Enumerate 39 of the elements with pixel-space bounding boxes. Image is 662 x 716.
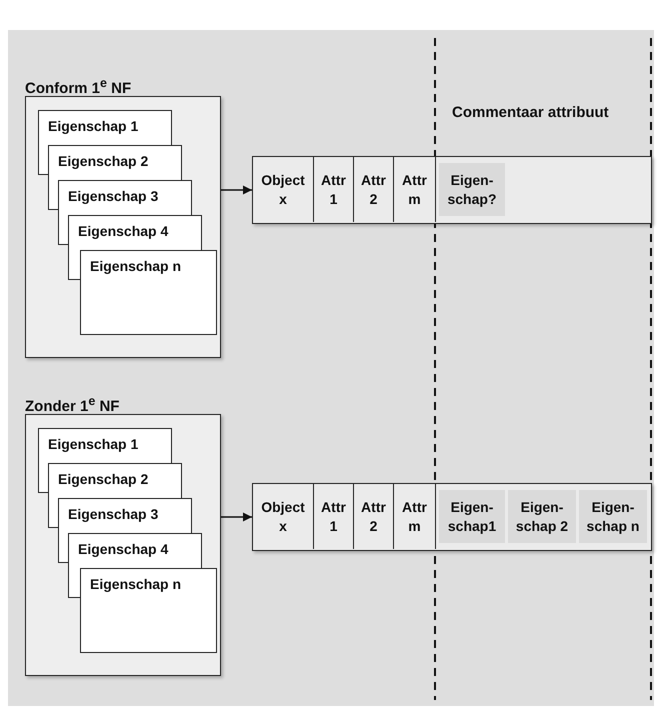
property-card xyxy=(80,250,217,335)
card-label: Eigenschap 2 xyxy=(58,153,148,169)
property-card xyxy=(38,428,172,463)
property-cell: Eigen- schap? xyxy=(439,163,505,216)
property-card xyxy=(48,145,182,180)
card-label: Eigenschap 4 xyxy=(78,541,168,557)
property-cell: Eigen- schap n xyxy=(579,490,647,543)
card-label: Eigenschap 3 xyxy=(68,506,158,522)
record-bar xyxy=(252,483,652,551)
field-cell: Attr 1 xyxy=(314,157,354,222)
column-label: Commentaar attribuut xyxy=(452,104,609,121)
field-cell: Object x xyxy=(253,484,314,549)
arrow xyxy=(221,512,252,522)
property-card xyxy=(68,533,202,568)
record-bar xyxy=(252,156,652,224)
property-card xyxy=(58,180,192,215)
card-label: Eigenschap 1 xyxy=(48,436,138,452)
card-label: Eigenschap 3 xyxy=(68,188,158,204)
field-cell: Attr 2 xyxy=(354,157,394,222)
property-cell: Eigen- schap 2 xyxy=(508,490,576,543)
card-label: Eigenschap 1 xyxy=(48,118,138,134)
card-label: Eigenschap n xyxy=(90,576,182,592)
card-label: Eigenschap n xyxy=(90,258,182,274)
field-cell: Object x xyxy=(253,157,314,222)
property-card xyxy=(58,498,192,533)
property-card xyxy=(38,110,172,145)
field-cell: Attr m xyxy=(394,157,436,222)
property-card xyxy=(48,463,182,498)
arrow xyxy=(221,186,252,194)
field-cell: Attr 1 xyxy=(314,484,354,549)
field-cell: Attr 2 xyxy=(354,484,394,549)
property-card xyxy=(68,215,202,250)
group-heading: Zonder 1$^{e}$ NF xyxy=(25,394,120,415)
card-label: Eigenschap 4 xyxy=(78,223,168,239)
field-cell: Attr m xyxy=(394,484,436,549)
card-label: Eigenschap 2 xyxy=(58,471,148,487)
property-card xyxy=(80,568,217,653)
property-cell: Eigen- schap1 xyxy=(439,490,505,543)
group-heading: Conform 1$^{e}$ NF xyxy=(25,76,132,97)
